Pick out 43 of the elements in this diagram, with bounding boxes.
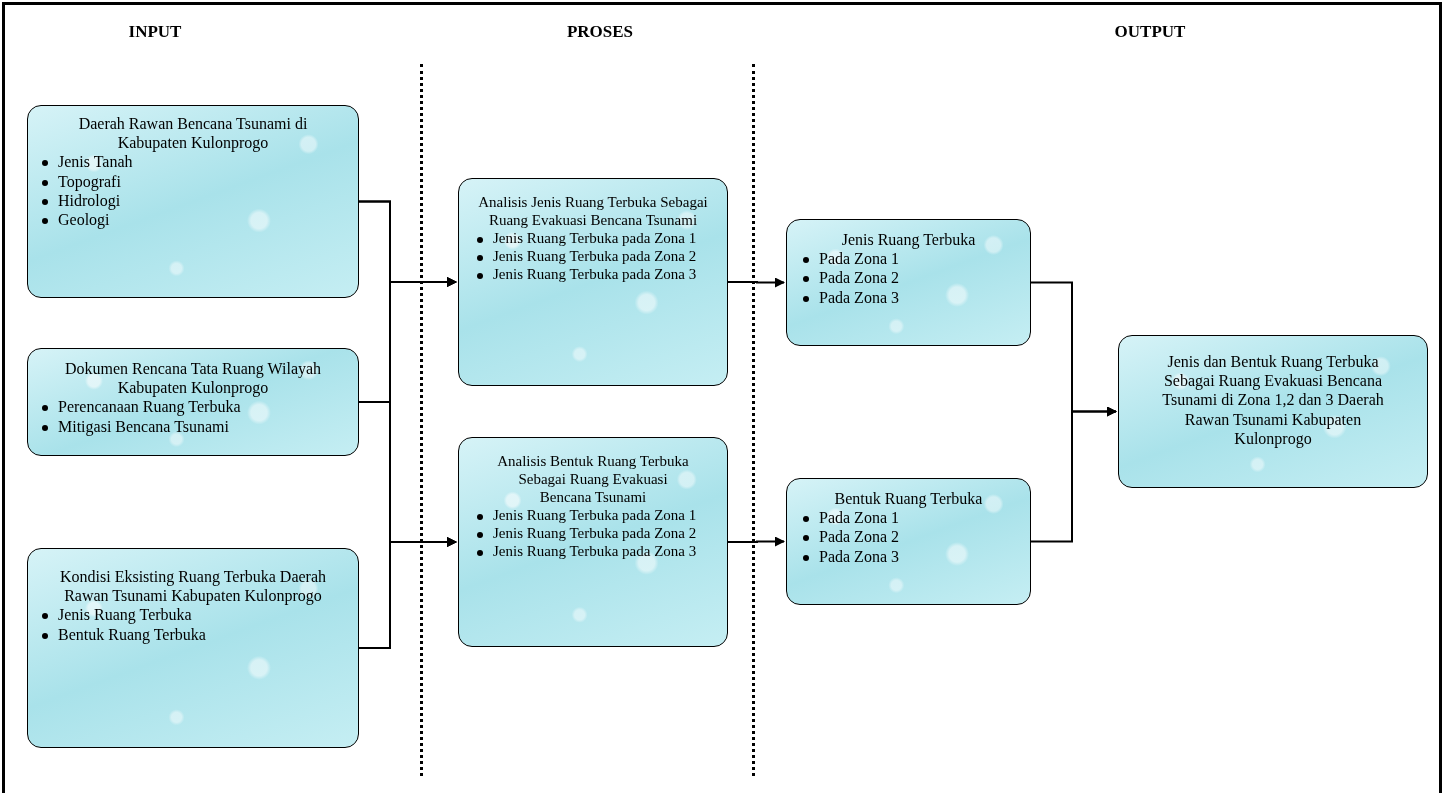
box-heading: Analisis Jenis Ruang Terbuka Sebagai Ruang Evakuasi Bencana Tsunami bbox=[477, 193, 709, 229]
process-box bbox=[458, 178, 728, 386]
bullet-item: Pada Zona 3 bbox=[819, 287, 900, 307]
box-heading: Jenis Ruang Terbuka bbox=[840, 230, 977, 250]
process-box bbox=[27, 548, 359, 748]
process-box bbox=[786, 219, 1031, 346]
bullet-item: Pada Zona 3 bbox=[819, 546, 900, 566]
box-heading: Analisis Bentuk Ruang Terbuka Sebagai Ruang Evakuasi Bencana Tsunami bbox=[496, 452, 690, 506]
box-heading: Dokumen Rencana Tata Ruang Wilayah Kabupaten Kulonprogo bbox=[63, 359, 323, 398]
bullet-item: Pada Zona 2 bbox=[819, 527, 900, 547]
box-heading: Jenis dan Bentuk Ruang Terbuka Sebagai Ruang Evakuasi Bencana Tsunami di Zona 1,2 dan 3 Daerah Rawan Tsunami Kabupaten Kulonprogo bbox=[1161, 352, 1385, 448]
connector-arrow bbox=[358, 537, 457, 649]
bullet-item: Jenis Ruang Terbuka pada Zona 1 bbox=[493, 506, 698, 524]
bullet-item: Bentuk Ruang Terbuka bbox=[58, 624, 207, 644]
connector-arrow bbox=[727, 277, 785, 288]
process-box bbox=[27, 348, 359, 456]
bullet-item: Jenis Ruang Terbuka pada Zona 1 bbox=[493, 229, 698, 247]
box-heading: Daerah Rawan Bencana Tsunami di Kabupaten Kulonprogo bbox=[77, 114, 309, 153]
bullet-item: Pada Zona 1 bbox=[819, 249, 900, 269]
connector-arrow bbox=[1030, 406, 1117, 543]
connector-arrow bbox=[727, 536, 785, 547]
bullet-item: Jenis Ruang Terbuka pada Zona 2 bbox=[493, 524, 698, 542]
bullet-item: Perencanaan Ruang Terbuka bbox=[58, 397, 242, 417]
process-box bbox=[786, 478, 1031, 605]
column-heading: PROSES bbox=[566, 22, 634, 42]
process-box bbox=[27, 105, 359, 298]
process-box bbox=[1118, 335, 1428, 488]
bullet-item: Mitigasi Bencana Tsunami bbox=[58, 416, 230, 436]
bullet-item: Jenis Ruang Terbuka pada Zona 3 bbox=[493, 542, 698, 560]
bullet-item: Topografi bbox=[58, 171, 122, 191]
bullet-item: Jenis Tanah bbox=[58, 152, 134, 172]
bullet-item: Jenis Ruang Terbuka bbox=[58, 605, 193, 625]
box-heading: Kondisi Eksisting Ruang Terbuka Daerah Rawan Tsunami Kabupaten Kulonprogo bbox=[58, 567, 328, 606]
column-heading: INPUT bbox=[128, 22, 182, 42]
bullet-item: Pada Zona 2 bbox=[819, 268, 900, 288]
bullet-item: Hidrologi bbox=[58, 191, 122, 210]
bullet-item: Jenis Ruang Terbuka pada Zona 2 bbox=[493, 247, 698, 265]
box-heading: Bentuk Ruang Terbuka bbox=[833, 489, 984, 509]
bullet-item: Pada Zona 1 bbox=[819, 508, 900, 528]
process-box bbox=[458, 437, 728, 647]
column-heading: OUTPUT bbox=[1114, 22, 1186, 42]
bullet-item: Geologi bbox=[58, 210, 111, 230]
bullet-item: Jenis Ruang Terbuka pada Zona 3 bbox=[493, 265, 698, 283]
